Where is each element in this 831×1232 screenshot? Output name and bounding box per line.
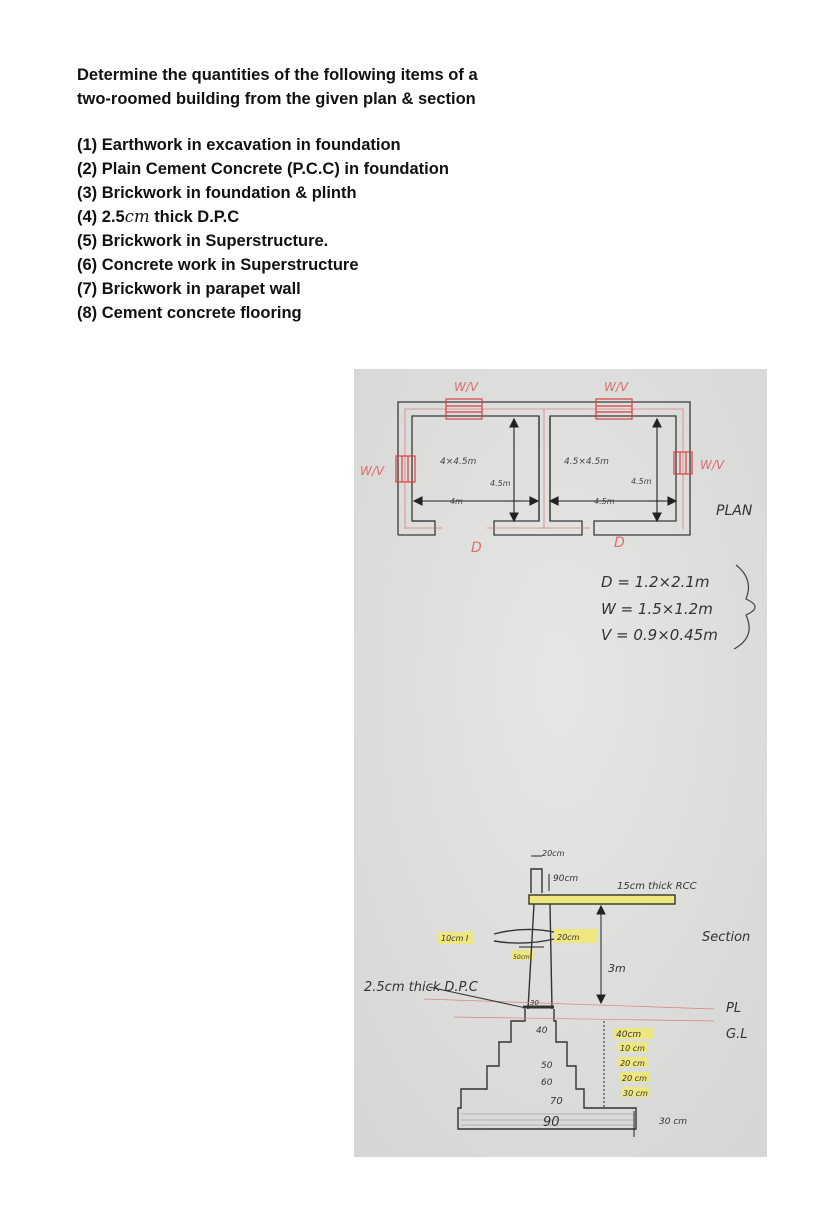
parapet-width-label: 20cm xyxy=(542,849,565,858)
room1-depth-label: 4.5m xyxy=(490,479,511,488)
parapet-height-label: 90cm xyxy=(553,874,578,884)
room2-depth-label: 4.5m xyxy=(631,477,652,486)
list-item: (8) Cement concrete flooring xyxy=(77,304,302,322)
lintel-bearing-label: 50cm xyxy=(513,954,530,961)
legend-window: W = 1.5×1.2m xyxy=(601,600,713,618)
step-60-label: 60 xyxy=(541,1078,553,1088)
plan-dimension-arrows xyxy=(412,417,678,523)
room1-width-label: 4m xyxy=(450,497,463,506)
heading-line-1: Determine the quantities of the followin… xyxy=(77,66,478,84)
wall-height-label: 3m xyxy=(608,962,626,975)
step-50-label: 50 xyxy=(541,1061,553,1071)
dpc-label: 2.5cm thick D.P.C xyxy=(364,980,479,995)
list-item: (5) Brickwork in Superstructure. xyxy=(77,232,329,250)
pcc-thickness-label: 30 cm xyxy=(659,1117,687,1127)
floor-plan xyxy=(397,401,691,536)
plan-title: PLAN xyxy=(716,503,753,519)
dpc-leader-line xyxy=(428,986,527,1009)
window-label-top-left: W/V xyxy=(454,380,479,394)
room2-width-label: 4.5m xyxy=(594,497,615,506)
rcc-label: 15cm thick RCC xyxy=(617,881,697,892)
list-item: (3) Brickwork in foundation & plinth xyxy=(77,184,357,202)
height-10-label: 10 cm xyxy=(620,1044,645,1053)
section-highlights xyxy=(438,894,676,1097)
room2-size-label: 4.5×4.5m xyxy=(564,457,609,467)
wall-thickness-label: 30 xyxy=(530,999,539,1007)
height-40-label: 40cm xyxy=(616,1030,641,1040)
legend-brace xyxy=(733,564,756,650)
window-openings xyxy=(395,398,693,483)
paper-background xyxy=(354,369,767,1157)
list-item: (7) Brickwork in parapet wall xyxy=(77,280,301,298)
door-label-right: D xyxy=(614,535,625,551)
step-70-label: 70 xyxy=(550,1096,563,1107)
room1-size-label: 4×4.5m xyxy=(440,457,477,467)
list-item: (4) 2.5cm thick D.P.C xyxy=(77,207,240,226)
pcc-hatch xyxy=(461,1113,633,1126)
ground-level-label: G.L xyxy=(726,1027,747,1042)
window-label-left: W/V xyxy=(360,464,385,478)
height-30-label: 30 cm xyxy=(623,1089,648,1098)
plinth-level-label: PL xyxy=(726,1001,741,1016)
height-20b-label: 20 cm xyxy=(622,1074,647,1083)
lintel-depth-label: 20cm xyxy=(557,933,580,942)
lintel-label: 10cm I xyxy=(441,934,469,943)
section-dimension-arrows xyxy=(519,855,635,1137)
level-lines xyxy=(423,998,715,1022)
heading-line-2: two-roomed building from the given plan … xyxy=(77,90,476,108)
step-40-label: 40 xyxy=(536,1026,548,1036)
door-label-left: D xyxy=(471,540,482,556)
item-list: (1) Earthwork in excavation in foundatio… xyxy=(77,133,449,325)
list-item: (2) Plain Cement Concrete (P.C.C) in fou… xyxy=(77,160,449,178)
plan-centre-lines xyxy=(404,408,684,529)
pcc-width-label: 90 xyxy=(543,1115,560,1130)
legend-ventilator: V = 0.9×0.45m xyxy=(601,626,718,644)
window-label-right: W/V xyxy=(700,458,725,472)
section-title: Section xyxy=(702,930,750,945)
list-item: (1) Earthwork in excavation in foundatio… xyxy=(77,136,401,154)
drawing-canvas: 4×4.5m 4.5m 4m 4.5×4.5m 4.5m 4.5m W/V W/… xyxy=(354,369,767,1157)
height-20a-label: 20 cm xyxy=(620,1059,645,1068)
list-item: (6) Concrete work in Superstructure xyxy=(77,256,359,274)
problem-heading: Determine the quantities of the followin… xyxy=(77,63,597,111)
window-label-top-right: W/V xyxy=(604,380,629,394)
handwritten-drawing: 4×4.5m 4.5m 4m 4.5×4.5m 4.5m 4.5m W/V W/… xyxy=(354,369,767,1157)
wall-section xyxy=(457,868,676,1130)
legend-door: D = 1.2×2.1m xyxy=(601,573,710,591)
